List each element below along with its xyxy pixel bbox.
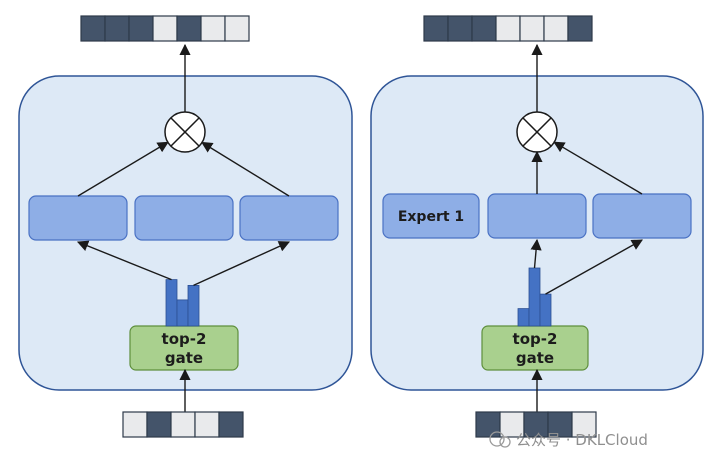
- output-token-cell: [471, 15, 497, 42]
- output-token-cell: [495, 15, 521, 42]
- input-token-cell: [218, 411, 244, 438]
- input-token-cell: [475, 411, 501, 438]
- input-token-cell: [146, 411, 172, 438]
- gate-score-bar: [517, 308, 530, 327]
- combine-arrow: [201, 141, 290, 197]
- expert-box: [487, 193, 587, 239]
- gate-score-bar: [176, 299, 189, 327]
- output-token-cell: [152, 15, 178, 42]
- output-token-cell: [80, 15, 106, 42]
- input-token-cell: [194, 411, 220, 438]
- routing-arrow: [530, 238, 542, 269]
- input-token-vector: [122, 411, 244, 438]
- routing-arrows: [530, 238, 643, 295]
- output-token-cell: [176, 15, 202, 42]
- gate-label-line2: gate: [165, 349, 203, 367]
- watermark-text: 公众号 · DKLCloud: [516, 431, 648, 449]
- expert-label: Expert 1: [398, 209, 464, 225]
- gate-histogram: [165, 279, 200, 327]
- input-token-cell: [170, 411, 196, 438]
- input-token-vector: [475, 411, 597, 438]
- routing-arrows: [76, 240, 291, 287]
- routing-arrow: [76, 240, 172, 281]
- output-token-cell: [128, 15, 154, 42]
- output-token-cell: [423, 15, 449, 42]
- gate-score-bar: [539, 293, 552, 327]
- output-token-vector: [423, 15, 593, 42]
- output-token-cell: [200, 15, 226, 42]
- gate-label-line1: top-2: [162, 330, 207, 348]
- routing-arrow: [193, 241, 291, 287]
- input-token-cell: [122, 411, 148, 438]
- input-token-cell: [499, 411, 525, 438]
- input-token-cell: [571, 411, 597, 438]
- expert-box: [134, 195, 234, 241]
- gate-label-line1: top-2: [513, 330, 558, 348]
- output-token-cell: [543, 15, 569, 42]
- expert-box: [239, 195, 339, 241]
- routing-arrow: [545, 239, 643, 295]
- combine-operator: [164, 111, 206, 153]
- combine-arrow: [77, 141, 169, 197]
- gate-score-bar: [165, 279, 178, 327]
- gate-score-bar: [187, 284, 200, 327]
- combine-operator: [516, 111, 558, 153]
- output-token-cell: [447, 15, 473, 42]
- combine-arrows: [531, 141, 643, 195]
- gate-score-bar: [528, 267, 541, 327]
- watermark: 公众号 · DKLCloud: [489, 431, 648, 449]
- wechat-icon: [499, 436, 511, 448]
- output-token-cell: [567, 15, 593, 42]
- panel-right: Expert 1 top-2 gate: [370, 15, 704, 438]
- expert-box: [28, 195, 128, 241]
- output-token-vector: [80, 15, 250, 42]
- output-token-cell: [104, 15, 130, 42]
- output-token-cell: [224, 15, 250, 42]
- input-token-cell: [523, 411, 549, 438]
- combine-arrows: [77, 141, 290, 197]
- wechat-icon: [489, 431, 505, 447]
- expert-box: [382, 193, 480, 239]
- gate-label-line2: gate: [516, 349, 554, 367]
- expert-box: [592, 193, 692, 239]
- output-token-cell: [519, 15, 545, 42]
- input-token-cell: [547, 411, 573, 438]
- combine-arrow: [553, 141, 643, 195]
- panel-left: top-2 gate: [18, 15, 353, 438]
